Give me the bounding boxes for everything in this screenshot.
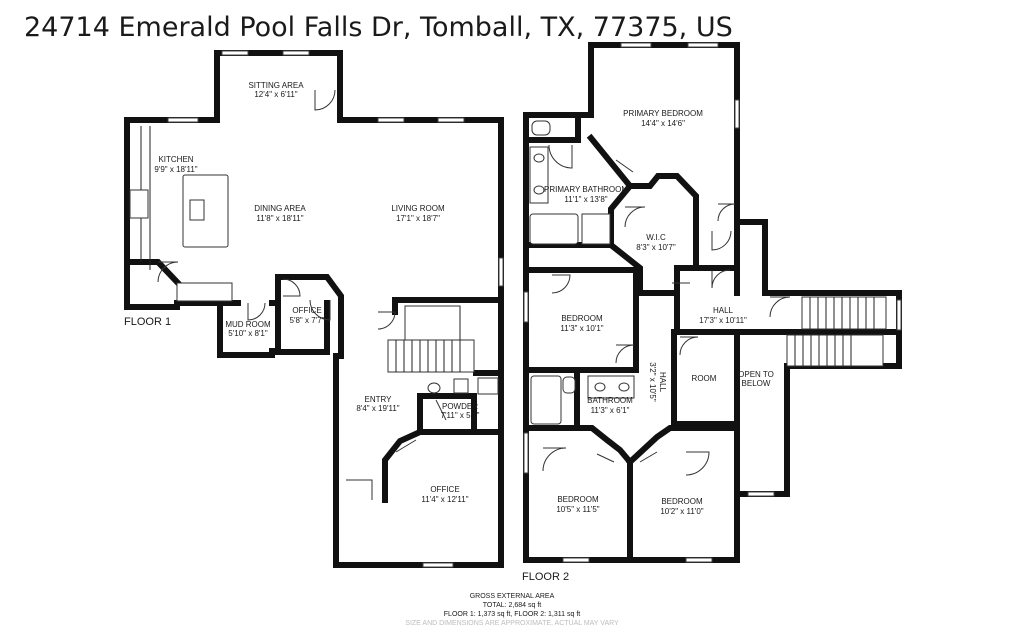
room-name: DINING AREA — [254, 204, 306, 213]
room-dimensions: 7'11" x 5'1" — [441, 411, 480, 420]
floor-2-label: FLOOR 2 — [522, 571, 569, 583]
floor-1-plan: SITTING AREA 12'4" x 6'11" KITCHEN 9'9" … — [124, 50, 504, 568]
room-dimensions: 12'4" x 6'11" — [254, 90, 297, 99]
room-name: OPEN TO — [738, 370, 774, 379]
room-name: BEDROOM — [557, 495, 599, 504]
room-dimensions: 11'8" x 18'11" — [256, 214, 303, 223]
room-name: KITCHEN — [158, 155, 193, 164]
floor-1-label: FLOOR 1 — [124, 316, 171, 328]
room-name: OFFICE — [292, 306, 321, 315]
room-dimensions: 8'3" x 10'7" — [636, 243, 676, 252]
room-name: BEDROOM — [561, 314, 603, 323]
room-name: BELOW — [742, 379, 771, 388]
room-name: BEDROOM — [661, 497, 703, 506]
address-title: 24714 Emerald Pool Falls Dr, Tomball, TX… — [24, 12, 733, 43]
room-dimensions: 14'4" x 14'6" — [641, 119, 685, 128]
room-dimensions: 11'3" x 6'1" — [591, 406, 630, 415]
stairs-floor-1 — [387, 305, 475, 373]
room-dimensions: 5'8" x 7'7" — [290, 316, 325, 325]
room-name: SITTING AREA — [248, 81, 304, 90]
area-breakdown: FLOOR 1: 1,373 sq ft, FLOOR 2: 1,311 sq … — [444, 611, 580, 618]
stairs-floor-2 — [786, 296, 887, 367]
area-summary: GROSS EXTERNAL AREA TOTAL: 2,684 sq ft F… — [405, 593, 619, 627]
area-heading: GROSS EXTERNAL AREA — [470, 593, 555, 600]
room-dimensions: 11'3" x 10'1" — [560, 324, 603, 333]
room-dimensions: 5'10" x 8'1" — [228, 329, 268, 338]
room-name: PRIMARY BATHROOM — [544, 185, 628, 194]
room-dimensions: 10'5" x 11'5" — [556, 505, 599, 514]
room-name: HALL — [658, 372, 667, 393]
room-name: OFFICE — [430, 485, 459, 494]
room-name: W.I.C — [646, 233, 666, 242]
room-dimensions: 8'4" x 19'11" — [356, 404, 399, 413]
room-dimensions: 17'3" x 10'11" — [699, 316, 747, 325]
room-dimensions: 17'1" x 18'7" — [396, 214, 440, 223]
area-total: TOTAL: 2,684 sq ft — [483, 602, 542, 609]
room-name: ENTRY — [365, 395, 393, 404]
room-dimensions: 10'2" x 11'0" — [660, 507, 703, 516]
room-name: PRIMARY BEDROOM — [623, 109, 703, 118]
room-name: MUD ROOM — [225, 320, 271, 329]
floor-2-plan: PRIMARY BEDROOM 14'4" x 14'6" PRIMARY BA… — [522, 42, 902, 583]
room-dimensions: 3'2" x 10'5" — [648, 362, 657, 402]
room-name: POWDER — [442, 402, 478, 411]
room-name: ROOM — [692, 374, 717, 383]
room-dimensions: 9'9" x 18'11" — [154, 165, 197, 174]
room-name: HALL — [713, 306, 734, 315]
room-name: BATHROOM — [587, 396, 633, 405]
area-disclaimer: SIZE AND DIMENSIONS ARE APPROXIMATE, ACT… — [405, 620, 619, 627]
room-dimensions: 11'4" x 12'11" — [421, 495, 468, 504]
room-name: LIVING ROOM — [391, 204, 445, 213]
room-dimensions: 11'1" x 13'8" — [564, 195, 607, 204]
